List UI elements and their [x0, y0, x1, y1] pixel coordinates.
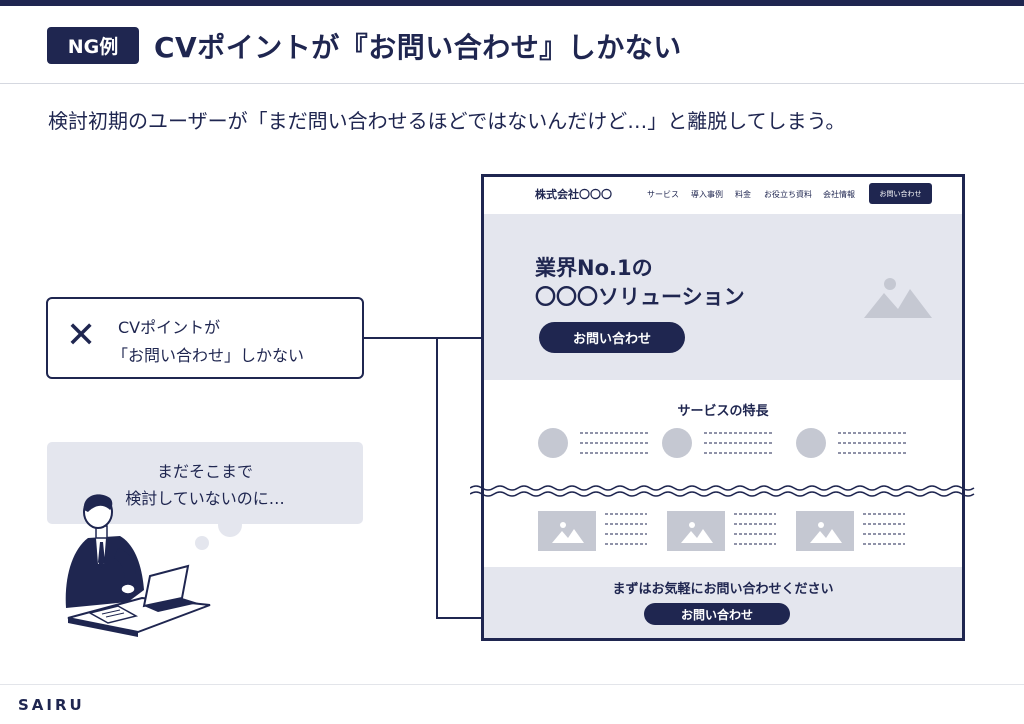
mock-hero-title-line2: 〇〇〇ソリューション — [535, 285, 745, 309]
text-placeholder-lines — [734, 513, 776, 545]
ng-badge: NG例 — [47, 27, 139, 64]
callout-text-line1: CVポイントが — [118, 318, 221, 337]
text-placeholder-lines — [838, 432, 906, 454]
problem-callout — [46, 297, 364, 379]
mock-features-title: サービスの特長 — [677, 404, 769, 419]
mock-hero-contact-button: お問い合わせ — [539, 322, 685, 353]
mock-nav-item-pricing: 料金 — [735, 190, 751, 199]
page-break-wave — [470, 485, 975, 497]
thought-bubble-dots — [195, 518, 242, 550]
mock-hero-title-line1: 業界No.1の — [535, 256, 653, 280]
title-divider — [0, 83, 1024, 84]
mock-cta-section — [484, 567, 962, 638]
text-placeholder-lines — [863, 513, 905, 545]
feature-circle-icon — [538, 428, 568, 458]
mock-nav-item-cases: 導入事例 — [691, 190, 723, 199]
mock-cta-text: まずはお気軽にお問い合わせください — [612, 582, 834, 597]
feature-circle-icon — [662, 428, 692, 458]
mock-nav-contact-button: お問い合わせ — [869, 183, 932, 204]
footer-brand-logo: SAIRU — [18, 696, 85, 714]
mock-nav-item-service: サービス — [647, 190, 679, 199]
text-placeholder-lines — [580, 432, 648, 454]
thought-text-line2: 検討していないのに… — [125, 489, 285, 508]
mock-cta-contact-button: お問い合わせ — [644, 603, 790, 625]
thought-text-line1: まだそこまで — [156, 462, 253, 481]
cross-icon: ✕ — [66, 315, 97, 356]
callout-text-line2: 「お問い合わせ」しかない — [112, 346, 305, 365]
image-placeholder-icon — [538, 511, 596, 551]
image-placeholder-icon — [667, 511, 725, 551]
mock-company-logo: 株式会社〇〇〇 — [535, 188, 612, 201]
text-placeholder-lines — [605, 513, 647, 545]
top-accent-bar — [0, 0, 1024, 6]
text-placeholder-lines — [704, 432, 772, 454]
image-placeholder-icon — [796, 511, 854, 551]
footer-divider — [0, 684, 1024, 685]
businessman-at-laptop-illustration — [65, 494, 211, 637]
mock-nav-item-resources: お役立ち資料 — [764, 190, 812, 199]
page-subtitle: 検討初期のユーザーが「まだ問い合わせるほどではないんだけど…」と離脱してしまう。 — [48, 109, 846, 133]
page-title: CVポイントが『お問い合わせ』しかない — [154, 31, 682, 64]
feature-circle-icon — [796, 428, 826, 458]
mock-nav-item-company: 会社情報 — [823, 190, 855, 199]
mountain-image-icon — [864, 278, 932, 318]
